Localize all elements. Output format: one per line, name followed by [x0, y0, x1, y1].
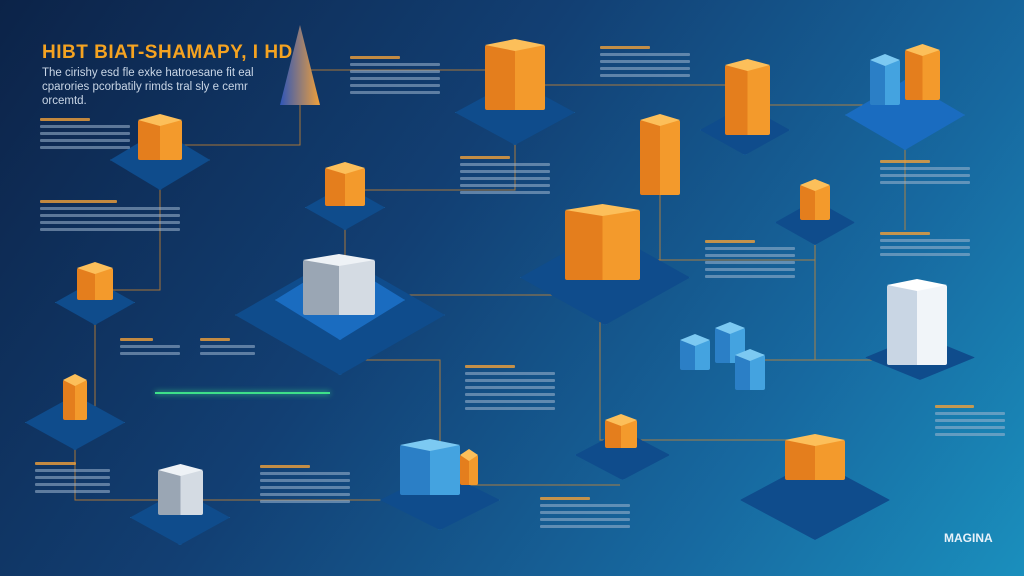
text-block [465, 365, 555, 414]
text-block [880, 160, 970, 188]
text-block [120, 338, 180, 359]
brand-logo: MAGINA [944, 531, 993, 545]
page-title: HIBT BIAT-SHAMAPY, I HD [42, 42, 293, 63]
text-block [880, 232, 970, 260]
text-block [460, 156, 550, 198]
text-block [200, 338, 255, 359]
text-block [40, 118, 130, 153]
text-block [350, 56, 440, 98]
text-block [935, 405, 1005, 440]
text-block [35, 462, 110, 497]
text-block [600, 46, 690, 81]
text-block [40, 200, 180, 235]
page-subtitle: The cirishy esd fle exke hatroesane fit … [42, 67, 254, 107]
highlight-line [155, 392, 330, 394]
text-block [705, 240, 795, 282]
text-block [260, 465, 350, 507]
text-block [540, 497, 630, 532]
